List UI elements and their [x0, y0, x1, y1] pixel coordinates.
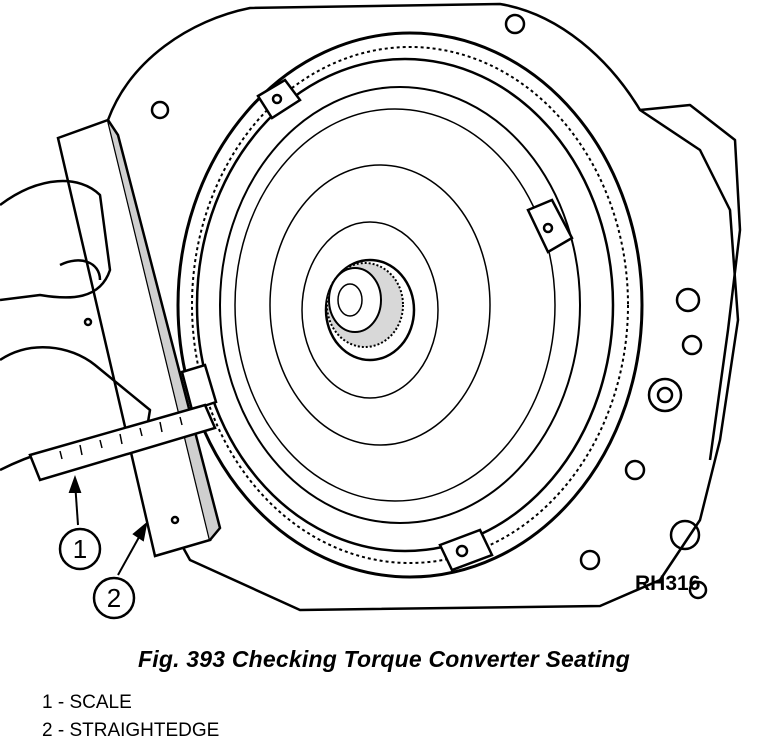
figure-caption: Fig. 393 Checking Torque Converter Seati…: [138, 646, 630, 672]
straightedge: [56, 118, 222, 558]
converter-shell-ring-4: [301, 221, 439, 399]
drive-lug-left: [180, 363, 218, 412]
converter-shell-ring-3: [269, 164, 491, 446]
figure-code: RH316: [635, 572, 700, 595]
bellhousing-outline: [106, 2, 740, 612]
upper-hand: [0, 179, 112, 302]
converter-shell-ring-1: [219, 86, 581, 524]
housing-flange: [639, 103, 742, 461]
scale: [28, 403, 217, 482]
converter-hub: [324, 258, 416, 362]
callout-2: 2: [92, 576, 136, 620]
converter-shell-outer: [195, 57, 615, 553]
converter-shell-ring-2: [234, 108, 556, 502]
torque-converter-illustration: 1 2 RH316: [0, 2, 742, 620]
callout-1: 1: [58, 527, 102, 571]
svg-text:2: 2: [107, 583, 121, 613]
ring-gear-outer: [176, 31, 644, 579]
legend-item-straightedge: 2 - STRAIGHTEDGE: [42, 720, 220, 741]
ring-gear-teeth-base: [191, 46, 629, 564]
legend-item-scale: 1 - SCALE: [42, 692, 132, 713]
svg-text:1: 1: [73, 534, 87, 564]
